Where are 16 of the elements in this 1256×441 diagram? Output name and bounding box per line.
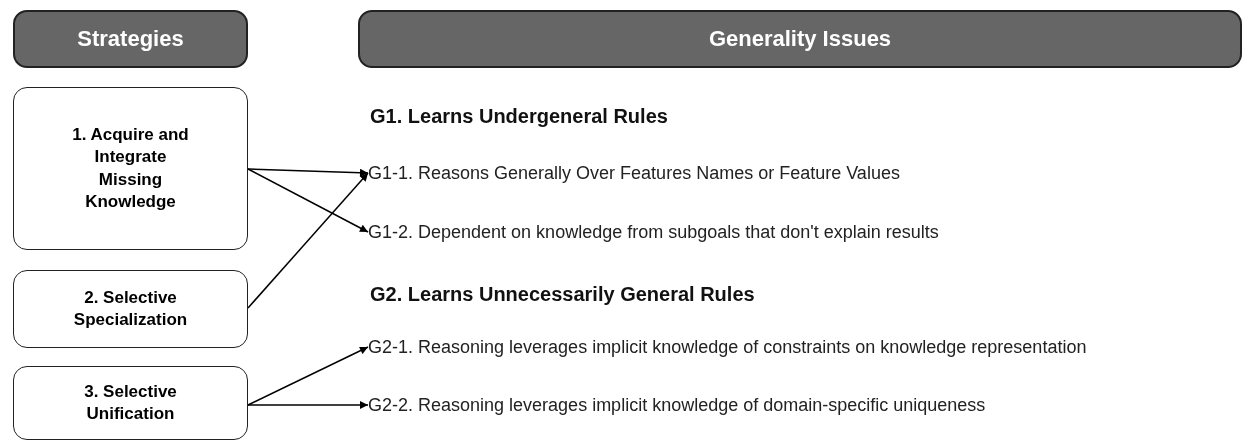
strategy-box: 2. Selective Specialization: [13, 270, 248, 348]
group-heading: G1. Learns Undergeneral Rules: [370, 105, 668, 128]
issue-text: G1-2. Dependent on knowledge from subgoals that don't explain results: [368, 219, 1228, 245]
arrow: [247, 346, 369, 406]
section-header: Strategies: [13, 10, 248, 68]
arrow: [247, 172, 369, 309]
issue-text: G2-1. Reasoning leverages implicit knowledge of constraints on knowledge representation: [368, 334, 1248, 360]
strategy-box: 3. Selective Unification: [13, 366, 248, 440]
issue-text: G1-1. Reasons Generally Over Features Names or Feature Values: [368, 160, 1228, 186]
arrow: [247, 168, 369, 233]
strategy-box: 1. Acquire and Integrate Missing Knowledge: [13, 87, 248, 250]
issue-text: G2-2. Reasoning leverages implicit knowledge of domain-specific uniqueness: [368, 392, 1228, 418]
arrow: [247, 401, 369, 409]
section-header: Generality Issues: [358, 10, 1242, 68]
group-heading: G2. Learns Unnecessarily General Rules: [370, 283, 755, 306]
arrow: [247, 168, 369, 177]
